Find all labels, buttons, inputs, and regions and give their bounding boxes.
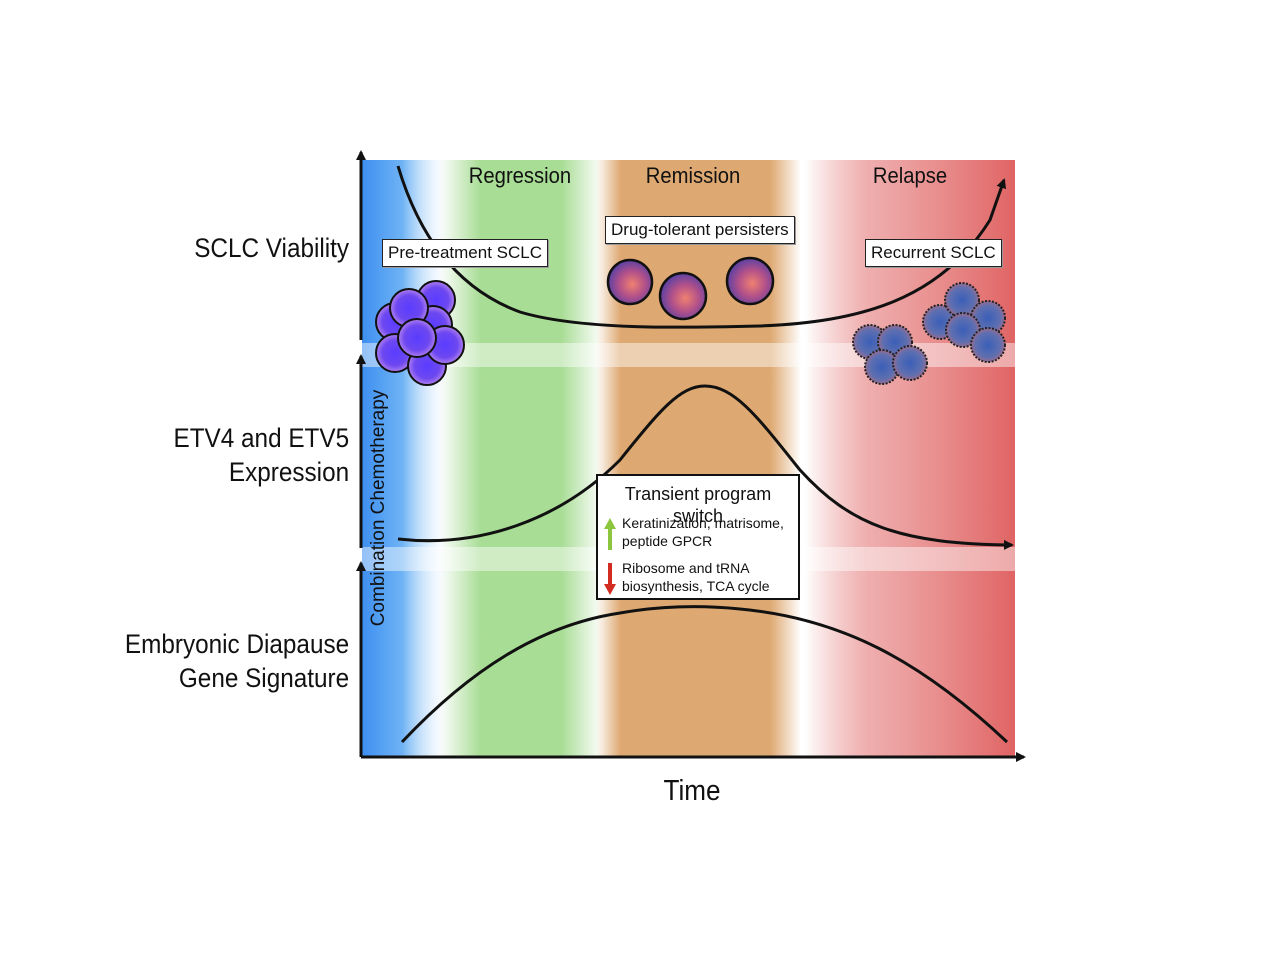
phase-title-remission: Remission [645,163,741,188]
persister-cell [606,258,654,306]
row-label-viability: SCLC Viability [194,231,349,265]
green-up-arrow-icon [604,518,616,550]
diapause-label-line2: Gene Signature [178,663,349,693]
persisters-label: Drug-tolerant persisters [605,216,795,244]
pretreatment-label: Pre-treatment SCLC [382,239,548,267]
downregulated-text: Ribosome and tRNA biosynthesis, TCA cycl… [622,559,770,595]
viability-label-text: SCLC Viability [194,233,349,263]
upregulated-line2: peptide GPCR [622,533,713,549]
upregulated-text: Keratinization, matrisome, peptide GPCR [622,514,784,550]
program-switch-title: Transient program switch [624,484,772,526]
phase-title-regression: Regression [468,163,572,188]
downregulated-line2: biosynthesis, TCA cycle [622,578,770,594]
x-axis-title: Time [663,775,721,807]
persister-cell [725,256,775,306]
etv-curve [397,384,1014,550]
phase-title-relapse: Relapse [872,163,948,188]
downregulated-line1: Ribosome and tRNA [622,560,750,576]
persister-cells [606,256,775,321]
pretreatment-cell [397,318,437,358]
remission-band [596,160,801,757]
therapy-label-text: Combination Chemotherapy [368,389,389,627]
etv-label-line2: Expression [228,457,349,487]
recurrent-cell [970,327,1006,363]
red-down-arrow-icon [604,563,616,595]
etv-label-line1: ETV4 and ETV5 [173,423,349,453]
pretreatment-cell-cluster [375,280,465,386]
recurrent-label: Recurrent SCLC [865,239,1002,267]
diapause-label-line1: Embryonic Diapause [124,629,349,659]
recurrent-cell [944,282,980,318]
row-label-etv: ETV4 and ETV5 Expression [173,421,349,489]
recurrent-cell-cluster [852,282,1006,385]
persister-cell [658,271,708,321]
program-switch-box: Transient program switch Keratinization,… [596,474,800,600]
upregulated-line1: Keratinization, matrisome, [622,515,784,531]
recurrent-cell [892,345,928,381]
row-label-diapause: Embryonic Diapause Gene Signature [125,627,349,695]
diapause-curve [400,605,1009,744]
